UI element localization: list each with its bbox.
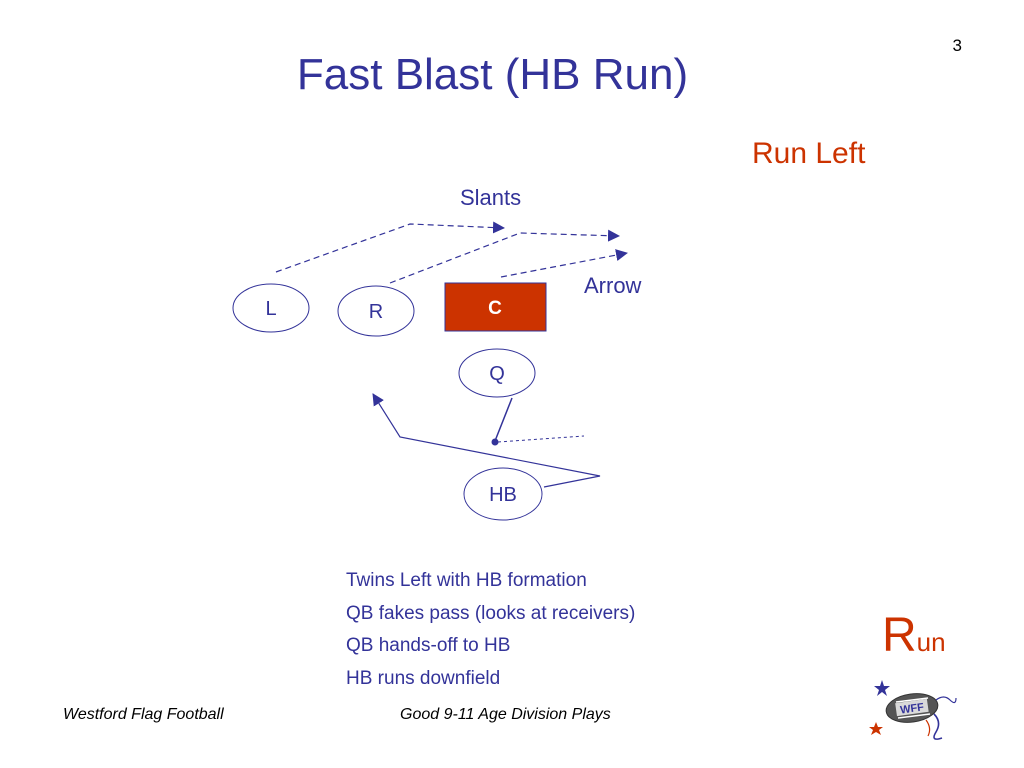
play-type-initial: R (882, 609, 917, 662)
player-left (232, 283, 310, 333)
play-type-rest: un (916, 627, 946, 657)
player-quarterback-label: Q (489, 363, 505, 385)
note-line: HB runs downfield (346, 667, 501, 689)
player-left-label: L (265, 298, 276, 320)
player-halfback (463, 467, 543, 521)
player-right (337, 285, 415, 337)
wff-logo: WFF (869, 680, 957, 740)
route-left-slant (275, 221, 505, 273)
slide-title: Fast Blast (HB Run) (296, 50, 689, 99)
handoff-point (491, 438, 499, 446)
footer-subtitle: Good 9-11 Age Division Plays (400, 706, 611, 723)
route-label-slants: Slants (460, 185, 522, 210)
player-center-label: C (488, 298, 502, 319)
player-center (444, 282, 547, 332)
player-quarterback (458, 348, 536, 398)
slide-number: 3 (952, 36, 962, 55)
play-type-mark: Run (882, 608, 946, 663)
logo-text: WFF (900, 701, 926, 716)
route-center-arrow (500, 249, 628, 278)
note-line: QB fakes pass (looks at receivers) (346, 602, 636, 624)
footer-organization: Westford Flag Football (63, 706, 224, 723)
qb-handoff-line (494, 397, 513, 442)
player-right-label: R (369, 301, 383, 323)
route-label-arrow: Arrow (584, 273, 642, 298)
play-notes: Twins Left with HB formation QB fakes pa… (346, 565, 635, 695)
logo-star-icon (869, 722, 883, 735)
hb-run-route (372, 393, 601, 488)
note-line: Twins Left with HB formation (346, 570, 587, 591)
note-line: QB hands-off to HB (346, 635, 511, 656)
qb-fake-line (497, 435, 585, 443)
logo-star-icon (874, 680, 890, 696)
play-direction: Run Left (752, 137, 866, 170)
route-right-slant (389, 229, 620, 284)
player-halfback-label: HB (489, 484, 517, 506)
